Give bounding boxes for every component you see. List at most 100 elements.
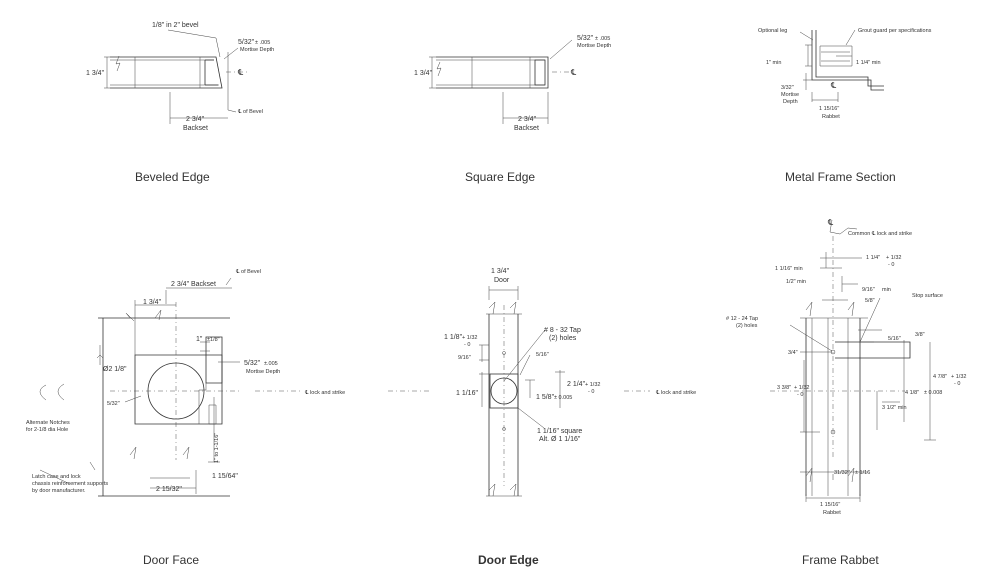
dim-i: 3 3/8" [777,385,791,391]
dim-1-15-64: 1 15/64" [212,473,238,480]
door-edge-outline [110,56,223,89]
thickness-label: 1 3/4" [86,70,105,77]
caption-frame-rabbet: Frame Rabbet [802,553,879,567]
door-label: Door [494,277,510,284]
centerline-symbol: ℄ [827,218,834,227]
beveled-edge-view: 1/8" in 2" bevel 5/32" ± .005 Mortise De… [86,22,274,132]
rabbet-value: 1 15/16" [819,106,839,112]
mortise-depth-tol: ± .005 [595,36,610,42]
mortise-depth-label: Mortise Depth [577,43,611,49]
dim-1-1-8: 1 1/8" [444,334,463,341]
dim-d: 9/16" [862,287,875,293]
dim-l: 3 1/2" min [882,405,907,411]
frame-rabbet-view: Common ℄ lock and strike ℄ 1 1/4" + 1/32… [726,218,966,516]
centerline-symbol: ℄ [570,68,577,77]
metal-frame-section-view: Optional leg Grout guard per specificati… [758,28,932,120]
dim-2-1-4-tol-a: + 1/32 [585,382,600,388]
dim-1-3-4: 1 3/4" [143,299,162,306]
frame-profile [811,30,884,91]
dim-f: 3/8" [915,332,925,338]
tap-note-1: # 12 - 24 Tap [726,316,758,322]
backset-label: Backset [514,125,539,132]
backset-label: 2 3/4" Backset [171,281,216,288]
dim-c: 1/2" min [786,279,806,285]
dim-k-tol-a: + 1/32 [951,374,966,380]
dim-k: 4 7/8" [933,374,947,380]
mortise-depth-tol: ± .005 [255,40,270,46]
dim-a-tol-b: - 0 [888,262,894,268]
dim-2-1-4-tol-b: - 0 [588,389,594,395]
mortise-depth-value: 3/32" [781,85,794,91]
dim-j: 4 1/8" [905,390,919,396]
dim-1-5-8: 1 5/8" [536,394,555,401]
dim-d-min: min [882,287,891,293]
lock-strike-label: ℄ lock and strike [304,390,345,396]
dim-b: 1 1/16" min [775,266,803,272]
caption-door-edge: Door Edge [478,553,539,567]
dim-2-1-4: 2 1/4" [567,381,586,388]
rabbet-value: 1 15/16" [820,502,840,508]
square-edge-view: 5/32" ± .005 Mortise Depth 1 3/4" ℄ 2 3/… [414,35,611,132]
rabbet-label: Rabbet [823,510,841,516]
thickness-label: 1 3/4" [414,70,433,77]
door-face-view: ℄ of Bevel 2 3/4" Backset 1 3/4" 1" ±1/8… [26,269,345,497]
dim-one-inch-tol: ±1/8" [207,337,220,343]
strike-plate [835,341,911,359]
square-note-1: 1 1/16" square [537,428,582,435]
door-edge-view: 1 3/4" Door # 8 - 32 Tap (2) holes 1 1/8… [388,268,696,497]
rabbet-outline [805,318,861,496]
dim-1-1-16: 1 1/16" [456,390,478,397]
dim-5-32: 5/32" [107,401,120,407]
rabbet-label: Rabbet [822,114,840,120]
door-thickness: 1 3/4" [491,268,510,275]
dim-1-1-8-tol-a: + 1/32 [462,335,477,341]
centerline-symbol: ℄ [830,81,837,90]
dim-5-16: 5/16" [536,352,549,358]
latch-mortise [205,336,223,384]
caption-beveled-edge: Beveled Edge [135,170,210,184]
backset-value: 2 3/4" [186,116,205,123]
square-note-2: Alt. Ø 1 1/16" [539,436,581,443]
mortise-depth-l2: Depth [783,99,798,105]
dim-j-tol: ± 0.008 [924,390,942,396]
dim-a: 1 1/4" [866,255,880,261]
grout-guard-label: Grout guard per specifications [858,28,932,34]
one-inch-min: 1" min [766,60,781,66]
notch-note-2: for 2-1/8 dia Hole [26,427,68,433]
stop-surface-label: Stop surface [912,293,943,299]
door-edge-outline [436,56,549,89]
door-edge-outline [488,314,519,496]
bevel-note: 1/8" in 2" bevel [152,22,199,29]
latch-note-3: by door manufacturer. [32,488,86,494]
alternate-notch-arcs [39,383,65,401]
tap-note-2: (2) holes [549,335,577,342]
dim-i-tol-a: + 1/32 [794,385,809,391]
tap-note-1: # 8 - 32 Tap [544,327,581,334]
mortise-depth-l1: Mortise [781,92,799,98]
mortise-depth-label: Mortise Depth [240,47,274,53]
latch-note-2: chassis reinforcement supports [32,481,108,487]
caption-door-face: Door Face [143,553,199,567]
centerline-symbol: ℄ [237,68,244,77]
caption-metal-frame-section: Metal Frame Section [785,170,896,184]
dim-a-tol-a: + 1/32 [886,255,901,261]
dim-g: 5/16" [888,336,901,342]
break-mark [115,55,121,72]
common-lock-strike: Common ℄ lock and strike [848,231,912,237]
dim-1-5-8-tol: ± 0.005 [554,395,572,401]
caption-square-edge: Square Edge [465,170,535,184]
dim-9-16: 9/16" [458,355,471,361]
grout-guard [819,45,853,67]
cl-of-bevel: ℄ of Bevel [235,269,261,275]
dim-h: 3/4" [788,350,798,356]
dim-one-inch: 1" [196,336,203,343]
notch-note-1: Alternate Notches [26,420,70,426]
dim-k-tol-b: - 0 [954,381,960,387]
dim-2-15-32: 2 15/32" [156,486,182,493]
mortise-depth-value: 5/32" [577,35,594,42]
mortise-depth-tol: ±.005 [264,361,278,367]
latch-note-1: Latch case and lock [32,474,81,480]
one-quarter-min: 1 1/4" min [856,60,881,66]
dim-m-tol: ± 1/16 [855,470,870,476]
